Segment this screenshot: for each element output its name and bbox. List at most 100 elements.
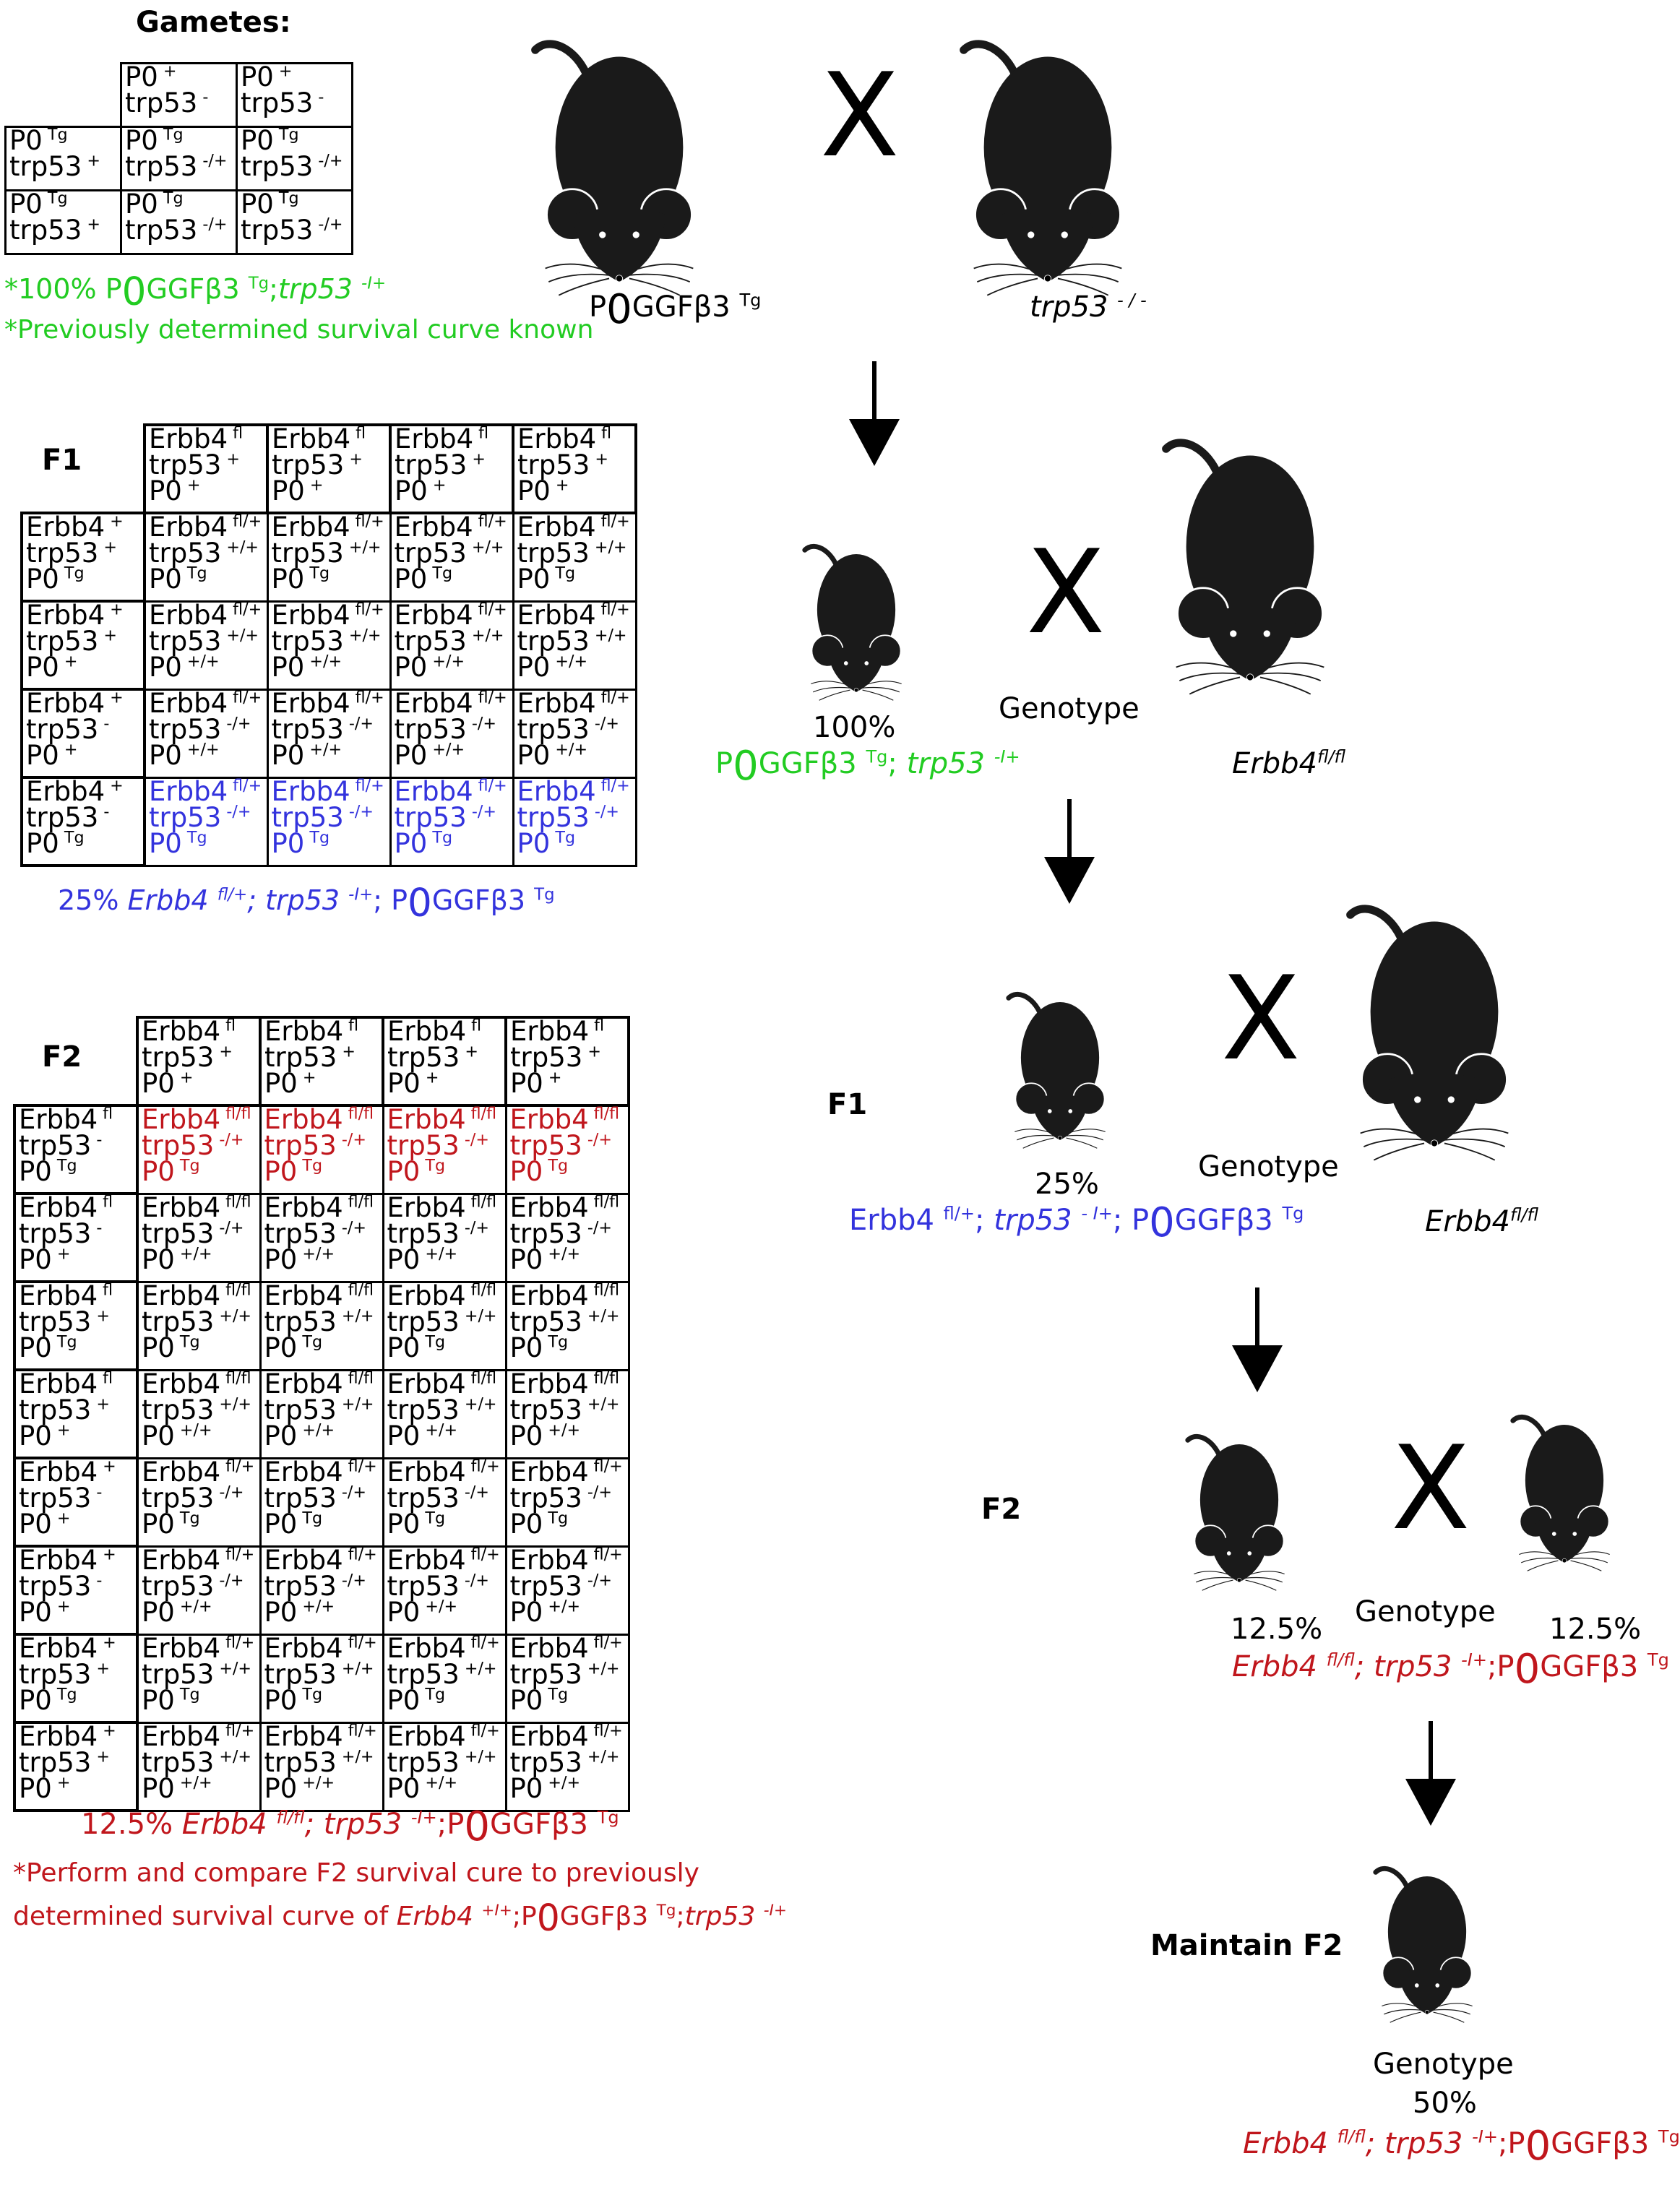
f1-cell: Erbb4 fl/+trp53 -/+P0 Tg [143, 776, 269, 867]
arrow-down-icon [1044, 799, 1095, 904]
final-pct: 50% [1413, 2087, 1477, 2120]
mouse-f0-offspring-icon [788, 527, 925, 704]
f1-cell: Erbb4 fl/+trp53 +/+P0 +/+ [143, 600, 269, 691]
blank-corner [14, 1017, 137, 1105]
f2-row: Erbb4 +trp53 -P0 +Erbb4 fl/+trp53 -/+P0 … [13, 1545, 630, 1636]
f2-flow-label: F2 [981, 1493, 1022, 1526]
f1-cell: Erbb4 fl/+trp53 +/+P0 +/+ [266, 600, 392, 691]
mouse-f2-right-icon [1496, 1398, 1633, 1575]
f2-pct-right: 12.5% [1549, 1613, 1642, 1646]
f1-row-header: Erbb4 +trp53 -P0 + [20, 688, 146, 779]
f2-table-note-2a: *Perform and compare F2 survival cure to… [13, 1858, 699, 1888]
f2-cell: Erbb4 fl/+trp53 +/+P0 Tg [504, 1633, 630, 1724]
f2-row: Erbb4 +trp53 +P0 + Erbb4 fl/+trp53 +/+P0 … [13, 1721, 630, 1812]
f2-cell: Erbb4 fl/+trp53 -/+P0 +/+ [136, 1545, 262, 1636]
mouse-erbb4-flfl-icon [1319, 878, 1550, 1167]
genotype-label-1: Genotype [999, 692, 1140, 725]
f2-cell: Erbb4 fl/+trp53 -/+P0 +/+ [259, 1545, 384, 1636]
mouse-f2-maintained-icon [1358, 1850, 1496, 2027]
f1-table-note: 25% Erbb4 fl/+; trp53 -I+; P0GGFβ3 Tg [58, 880, 555, 926]
arrow-down-icon [1405, 1721, 1456, 1826]
cross-symbol-1: X [820, 48, 900, 183]
arrow-down-icon [849, 361, 900, 466]
f1-row: Erbb4 +trp53 -P0 +Erbb4 fl/+trp53 -/+P0 … [20, 688, 637, 779]
gametes-title: Gametes: [136, 6, 291, 39]
parent-1-genotype: P0GGFβ3 Tg [589, 286, 762, 333]
f1-cell: Erbb4 fl/+trp53 +/+P0 Tg [512, 512, 637, 603]
erbb4-flfl-label-2: Erbb4fl/fl [1425, 1204, 1539, 1238]
mouse-parent-2-icon [943, 13, 1153, 302]
f2-cell: Erbb4 fl/+trp53 +/+P0 Tg [136, 1633, 262, 1724]
genotype-label-3: Genotype [1355, 1595, 1496, 1629]
f2-table-note-2b: determined survival curve of Erbb4 +I+;P… [13, 1897, 787, 1940]
f2-row-header: Erbb4 +trp53 -P0 + [13, 1545, 139, 1636]
f1-cell: Erbb4 fl/+trp53 -/+P0 Tg [512, 776, 637, 867]
f1-cell: Erbb4 fl/+trp53 -/+P0 +/+ [512, 688, 637, 779]
f1-row: Erbb4 +trp53 +P0 +Erbb4 fl/+trp53 +/+P0 … [20, 600, 637, 691]
mouse-parent-1-icon [514, 13, 724, 302]
f1-cell: Erbb4 fl/+trp53 -/+P0 +/+ [143, 688, 269, 779]
f1-genotype: Erbb4 fl/+; trp53 - I+; P0GGFβ3 Tg [849, 1199, 1304, 1246]
f2-cell: Erbb4 fl/+trp53 +/+P0 Tg [259, 1633, 384, 1724]
f2-row: Erbb4 +trp53 -P0 +Erbb4 fl/+trp53 -/+P0 … [13, 1457, 630, 1548]
f1-flow-label: F1 [827, 1088, 868, 1121]
f2-cell: Erbb4 fl/+trp53 -/+P0 Tg [504, 1457, 630, 1548]
mouse-f2-left-icon [1171, 1418, 1308, 1595]
f2-cell: Erbb4 fl/+trp53 -/+P0 +/+ [504, 1545, 630, 1636]
f1-table-title: F1 [42, 444, 82, 477]
f2-row-header: Erbb4 +trp53 -P0 + [13, 1457, 139, 1548]
blank-corner [6, 64, 121, 127]
gametes-col-header: P0 +trp53 - [120, 62, 238, 128]
gametes-col-header: P0 +trp53 - [236, 62, 353, 128]
erbb4-flfl-label-1: Erbb4fl/fl [1232, 746, 1346, 780]
f2-row-header: Erbb4 +trp53 +P0 + [13, 1721, 139, 1812]
f1-row-header: Erbb4 +trp53 +P0 + [20, 600, 146, 691]
gametes-note-2: *Previously determined survival curve kn… [4, 315, 594, 345]
f2-cell: Erbb4 fl/+trp53 +/+P0 +/+ [504, 1721, 630, 1812]
f1-row-header: Erbb4 +trp53 +P0 Tg [20, 512, 146, 603]
gametes-note-1: *100% P0GGFβ3 Tg;trp53 -I+ [4, 269, 387, 314]
cross-symbol-4: X [1391, 1420, 1470, 1556]
f2-table-title: F2 [42, 1040, 82, 1074]
f2-cell: Erbb4 fl/+trp53 -/+P0 Tg [136, 1457, 262, 1548]
final-genotype-word: Genotype [1373, 2048, 1514, 2081]
f1-cell: Erbb4 fl/+trp53 -/+P0 +/+ [389, 688, 514, 779]
f1-row-header: Erbb4 +trp53 -P0 Tg [20, 776, 146, 867]
f1-cell: Erbb4 fl/+trp53 +/+P0 +/+ [389, 600, 514, 691]
cross-symbol-3: X [1221, 951, 1301, 1086]
f2-cell: Erbb4 fl/+trp53 +/+P0 Tg [382, 1633, 507, 1724]
f1-cell: Erbb4 fl/+trp53 +/+P0 Tg [266, 512, 392, 603]
cross-symbol-2: X [1026, 525, 1106, 660]
genotype-label-2: Genotype [1198, 1150, 1339, 1183]
f0-pct: 100% [813, 711, 896, 744]
f1-cell: Erbb4 fl/+trp53 -/+P0 +/+ [266, 688, 392, 779]
f2-row-header: Erbb4 +trp53 +P0 Tg [13, 1633, 139, 1724]
